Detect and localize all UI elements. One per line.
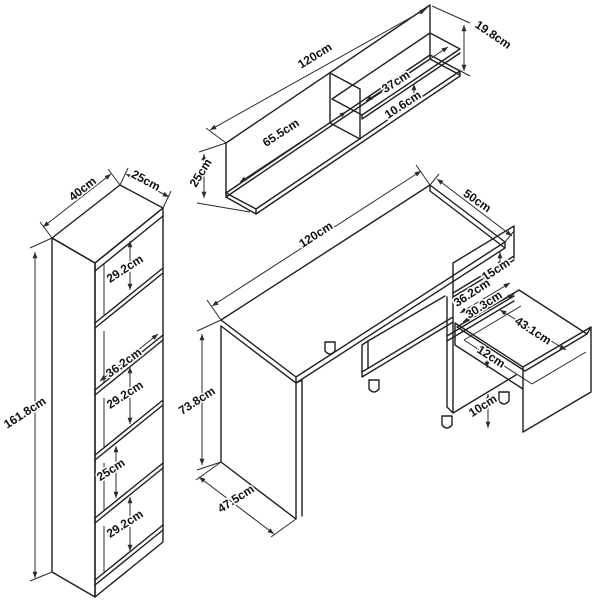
dim-bookcase-compartment-4: 25cm: [94, 455, 127, 483]
dim-bookcase-width: 40cm: [66, 174, 99, 204]
dim-desk-depth: 50cm: [461, 186, 494, 215]
dim-desk-length: 120cm: [296, 219, 335, 251]
dim-desk-height: 73.8cm: [176, 384, 218, 418]
dim-desk-side-panel-depth: 47.5cm: [215, 482, 257, 516]
dim-bookcase-interior-width: 36.2cm: [103, 345, 144, 380]
dim-bookcase-compartment-1: 29.2cm: [104, 252, 146, 286]
dim-wall-shelf-length: 120cm: [295, 40, 334, 72]
dim-bookcase-depth: 25cm: [129, 167, 163, 194]
dim-wall-shelf-side-height: 25cm: [187, 156, 215, 189]
desk-drawing: 120cm 50cm 73.8cm 47.5cm 15cm 36.2cm 30.…: [174, 164, 592, 538]
bookcase-drawing: 40cm 25cm 161.8cm 29.2cm 36.2cm 29.2cm 2…: [0, 166, 172, 598]
dim-wall-shelf-end-height: 19.8cm: [472, 18, 514, 52]
dim-bookcase-height: 161.8cm: [1, 394, 48, 432]
wall-shelf-drawing: 120cm 19.8cm 25cm 65.5cm 37cm 10.6cm: [185, 4, 516, 215]
dim-bookcase-compartment-5: 29.2cm: [104, 507, 146, 541]
dim-desk-drawer-inner-depth: 43.1cm: [512, 314, 554, 348]
dim-wall-shelf-left-section: 65.5cm: [260, 116, 302, 150]
